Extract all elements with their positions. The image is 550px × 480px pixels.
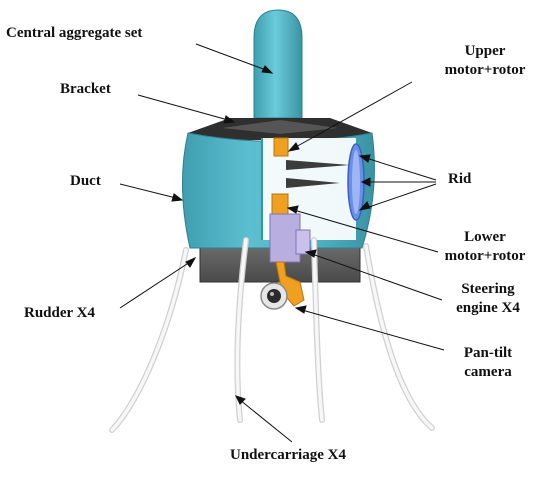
label-rid: Rid xyxy=(448,171,472,187)
label-pantilt-line2: camera xyxy=(464,364,512,380)
label-upper-motor-line1: Upper xyxy=(464,43,506,59)
bracket xyxy=(188,118,372,140)
label-duct: Duct xyxy=(70,173,101,189)
label-central-aggregate-set: Central aggregate set xyxy=(6,25,143,41)
label-upper-motor: Upper motor+rotor xyxy=(430,42,540,80)
label-steering-line1: Steering xyxy=(461,281,515,297)
label-steering-engine: Steering engine X4 xyxy=(436,280,540,318)
label-undercarriage: Undercarriage X4 xyxy=(230,447,346,463)
upper-motor xyxy=(273,137,289,157)
leader-lines xyxy=(119,43,445,443)
label-lower-motor-line2: motor+rotor xyxy=(444,248,526,264)
undercarriage-legs xyxy=(109,237,435,433)
label-upper-motor-line2: motor+rotor xyxy=(444,62,526,78)
central-aggregate-set xyxy=(253,9,303,119)
label-lower-motor-line1: Lower xyxy=(464,229,506,245)
rotor-blades xyxy=(286,160,350,188)
pan-tilt-camera xyxy=(260,261,305,310)
label-pan-tilt-camera: Pan-tilt camera xyxy=(440,344,536,382)
label-steering-line2: engine X4 xyxy=(456,300,520,316)
rid xyxy=(347,143,365,221)
label-pantilt-line1: Pan-tilt xyxy=(463,345,513,361)
label-bracket: Bracket xyxy=(60,81,111,97)
lower-motor xyxy=(271,193,289,215)
label-lower-motor: Lower motor+rotor xyxy=(430,228,540,266)
steering-engine xyxy=(269,213,311,263)
label-rudder: Rudder X4 xyxy=(24,305,95,321)
